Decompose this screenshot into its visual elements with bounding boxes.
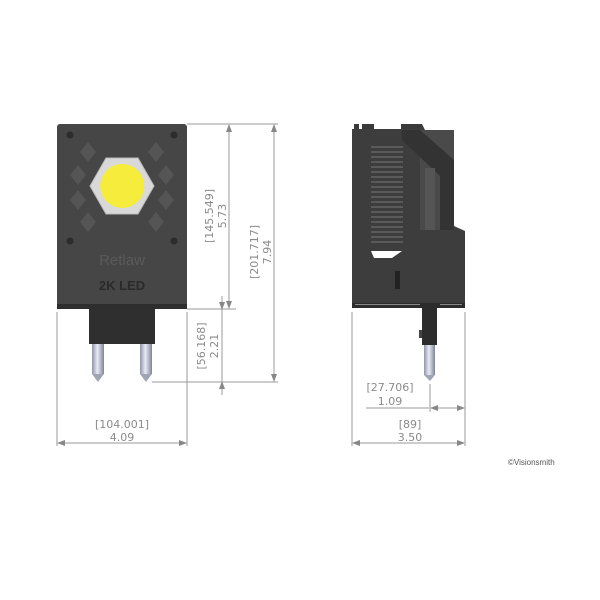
dim-depth-mm: [89] <box>399 418 422 431</box>
side-pin <box>424 345 435 375</box>
side-view <box>352 124 465 381</box>
dim-body-height-in: 5.73 <box>216 204 229 229</box>
screw-icon <box>66 131 74 139</box>
dim-pin-offset-in: 1.09 <box>378 395 403 408</box>
dim-width-in: 4.09 <box>110 431 135 444</box>
dim-pin-length-in: 2.21 <box>208 334 221 359</box>
copyright-text: ©Visionsmith <box>508 458 555 467</box>
decorative-diamonds <box>70 142 174 232</box>
pin-right <box>140 344 152 374</box>
pin-left <box>92 344 104 374</box>
side-pin-base <box>422 308 437 345</box>
dim-body-height-mm: [145.549] <box>203 189 216 243</box>
front-view: Retlaw 2K LED <box>57 124 187 382</box>
label-text: 2K LED <box>99 278 145 293</box>
dim-pin-length-mm: [56.168] <box>195 322 208 369</box>
led-emitter <box>100 164 144 208</box>
heatsink-fins <box>371 146 403 243</box>
dim-total-height-in: 7.94 <box>261 240 274 265</box>
logo-text: Retlaw <box>99 252 145 269</box>
front-body <box>57 124 187 309</box>
dim-width-mm: [104.001] <box>95 418 149 431</box>
front-base <box>89 309 155 344</box>
dim-total-height-mm: [201.717] <box>248 225 261 279</box>
dim-depth-in: 3.50 <box>398 431 423 444</box>
dim-pin-offset-mm: [27.706] <box>366 381 413 394</box>
